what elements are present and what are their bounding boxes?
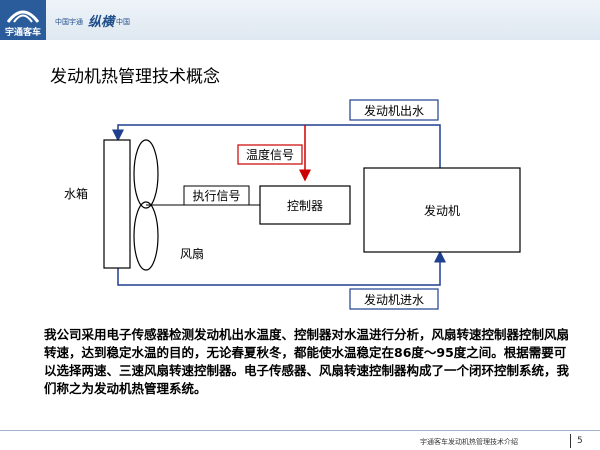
outlet-label-box xyxy=(349,99,439,121)
outlet-flow-line xyxy=(112,124,441,168)
footer-text: 宇通客车发动机热管理技术介绍 xyxy=(420,438,518,446)
engine-box xyxy=(363,167,521,253)
controller-box xyxy=(259,185,351,225)
fan-blade-top xyxy=(133,139,159,209)
footer-divider xyxy=(0,430,600,431)
inlet-label-box xyxy=(349,288,439,310)
temp-signal-box xyxy=(237,144,303,165)
engine-label: 发动机 xyxy=(424,203,460,218)
temp-signal-label: 温度信号 xyxy=(246,147,294,162)
page-title: 发动机热管理技术概念 xyxy=(50,67,220,87)
radiator-box xyxy=(103,139,131,269)
exec-signal-label: 执行信号 xyxy=(192,189,240,203)
footer-separator xyxy=(570,434,571,448)
logo-arc-icon xyxy=(6,10,40,23)
exec-signal-box xyxy=(183,185,250,206)
company-logo: 宇通客车 xyxy=(0,0,46,40)
logo-text: 宇通客车 xyxy=(4,28,41,38)
header-banner: 宇通客车 中国宇通 纵横 中国 xyxy=(0,0,600,40)
radiator-label: 水箱 xyxy=(64,186,88,201)
fan-label: 风扇 xyxy=(180,246,204,261)
header-band xyxy=(0,0,600,40)
header-slogan-script: 纵横 xyxy=(88,15,115,30)
inlet-label: 发动机进水 xyxy=(364,292,424,307)
fan-blade-bottom xyxy=(133,201,159,271)
controller-label: 控制器 xyxy=(287,199,323,213)
header-slogan-left: 中国宇通 xyxy=(55,18,83,26)
header-slogan-right: 中国 xyxy=(116,18,130,26)
description-paragraph: 我公司采用电子传感器检测发动机出水温度、控制器对水温进行分析，风扇转速控制器控制… xyxy=(44,327,570,396)
page-number: 5 xyxy=(577,436,583,446)
inlet-flow-line xyxy=(117,250,446,286)
outlet-label: 发动机出水 xyxy=(364,103,424,118)
